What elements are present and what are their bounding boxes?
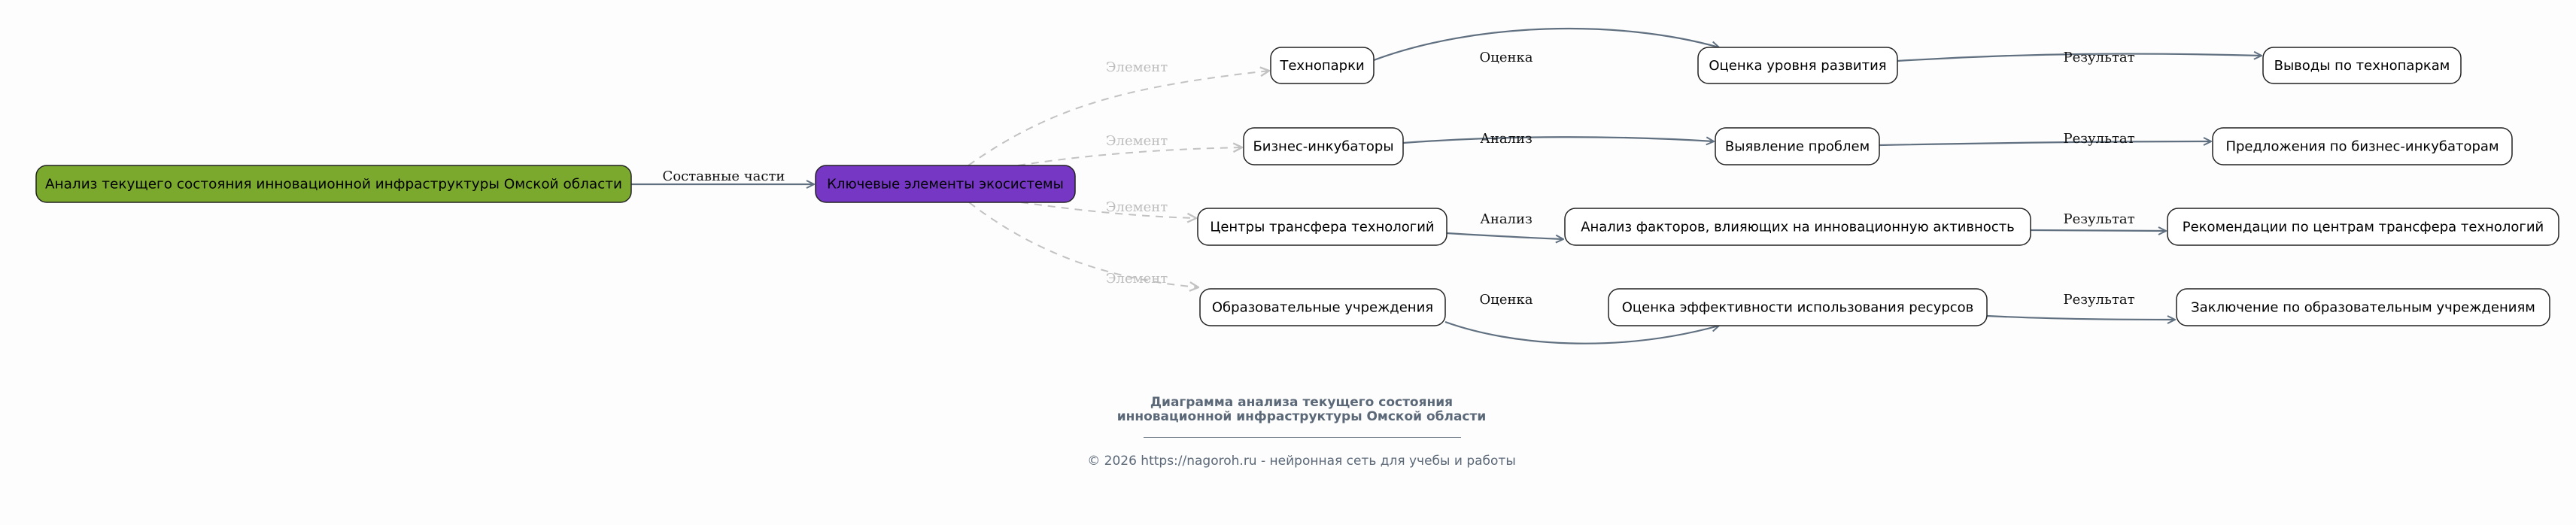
diagram-title: Диаграмма анализа текущего состояния инн…	[1001, 396, 1602, 424]
node-box	[815, 165, 1076, 203]
edge-n1-m1	[1373, 27, 1719, 62]
node-label: Бизнес-инкубаторы	[1253, 139, 1393, 155]
node-n2[interactable]: Бизнес-инкубаторы	[1243, 127, 1404, 165]
edge-label-n3-m3: Анализ	[1480, 211, 1533, 227]
edge-n2-m2	[1402, 136, 1714, 143]
edge-m4-r4	[1986, 314, 2175, 320]
node-box	[2262, 47, 2462, 84]
node-r1[interactable]: Выводы по технопаркам	[2262, 47, 2462, 84]
edge-m3-r3	[2030, 230, 2166, 231]
edge-m1-r1	[1897, 54, 2262, 62]
edge-label-element-1: Элемент	[1106, 59, 1168, 75]
node-box	[1608, 288, 1988, 326]
edge-label-result-4: Результат	[2063, 292, 2134, 308]
node-label: Ключевые элементы экосистемы	[827, 177, 1064, 193]
diagram-title-line1: Диаграмма анализа текущего состояния	[1150, 395, 1454, 410]
edge-label-result-3: Результат	[2063, 211, 2134, 227]
node-label: Оценка эффективности использования ресур…	[1622, 300, 1974, 316]
node-box	[2212, 127, 2513, 165]
edge-label-element-4: Элемент	[1106, 271, 1168, 287]
node-box	[1270, 47, 1375, 84]
node-n1[interactable]: Технопарки	[1270, 47, 1375, 84]
node-label: Выявление проблем	[1725, 139, 1870, 155]
node-box	[2167, 208, 2559, 246]
edge-label-result-1: Результат	[2063, 50, 2134, 65]
node-box	[1199, 288, 1446, 326]
edge-n3-m3	[1446, 232, 1563, 239]
edge-hub-n1	[968, 71, 1269, 166]
edge-hub-n2	[1017, 147, 1242, 166]
edge-hub-n3	[1020, 202, 1196, 218]
node-box	[35, 165, 632, 203]
node-label: Оценка уровня развития	[1709, 58, 1886, 74]
node-label: Анализ текущего состояния инновационной …	[45, 177, 622, 193]
edge-label-n4-m4: Оценка	[1480, 292, 1533, 308]
node-n3[interactable]: Центры трансфера технологий	[1197, 208, 1447, 246]
node-label: Центры трансфера технологий	[1210, 220, 1434, 235]
edge-label-element-2: Элемент	[1106, 133, 1168, 149]
node-m4[interactable]: Оценка эффективности использования ресур…	[1608, 288, 1988, 326]
edge-m2-r2	[1879, 141, 2211, 147]
node-box	[1564, 208, 2031, 246]
node-box	[1243, 127, 1404, 165]
edge-n4-m4	[1444, 320, 1719, 344]
node-n4[interactable]: Образовательные учреждения	[1199, 288, 1446, 326]
edge-label-result-2: Результат	[2063, 131, 2134, 147]
node-r4[interactable]: Заключение по образовательным учреждения…	[2176, 288, 2550, 326]
edge-label-element-3: Элемент	[1106, 199, 1168, 215]
node-box	[1697, 47, 1898, 84]
node-hub[interactable]: Ключевые элементы экосистемы	[815, 165, 1076, 203]
node-label: Заключение по образовательным учреждения…	[2191, 300, 2535, 316]
node-label: Технопарки	[1279, 58, 1364, 74]
node-r3[interactable]: Рекомендации по центрам трансфера технол…	[2167, 208, 2559, 246]
node-label: Выводы по технопаркам	[2274, 58, 2450, 74]
edge-label-root-hub: Составные части	[663, 168, 785, 184]
node-box	[1715, 127, 1880, 165]
node-label: Предложения по бизнес-инкубаторам	[2225, 139, 2499, 155]
node-box	[2176, 288, 2550, 326]
node-label: Анализ факторов, влияющих на инновационн…	[1581, 220, 2015, 235]
edge-hub-n4	[968, 202, 1198, 287]
node-m1[interactable]: Оценка уровня развития	[1697, 47, 1898, 84]
copyright-text: © 2026 https://nagoroh.ru - нейронная се…	[1087, 454, 1516, 469]
footer-divider	[1144, 437, 1461, 438]
node-m2[interactable]: Выявление проблем	[1715, 127, 1880, 165]
edge-label-n1-m1: Оценка	[1480, 50, 1533, 65]
node-box	[1197, 208, 1447, 246]
node-m3[interactable]: Анализ факторов, влияющих на инновационн…	[1564, 208, 2031, 246]
node-label: Образовательные учреждения	[1212, 300, 1433, 316]
node-r2[interactable]: Предложения по бизнес-инкубаторам	[2212, 127, 2513, 165]
node-root[interactable]: Анализ текущего состояния инновационной …	[35, 165, 632, 203]
node-label: Рекомендации по центрам трансфера технол…	[2183, 220, 2544, 235]
diagram-title-line2: инновационной инфраструктуры Омской обла…	[1116, 409, 1487, 424]
edge-label-n2-m2: Анализ	[1480, 131, 1533, 147]
